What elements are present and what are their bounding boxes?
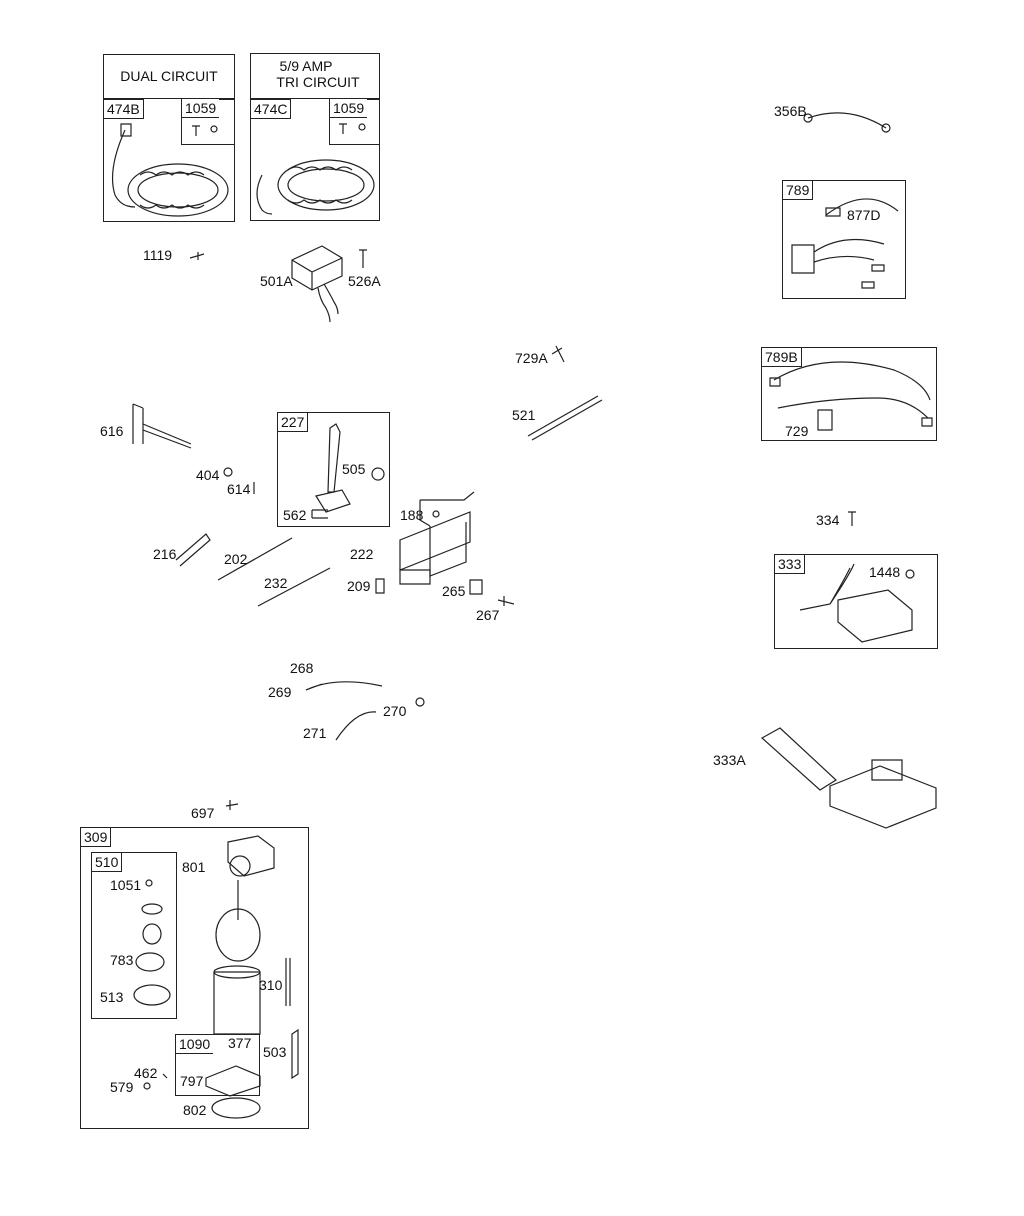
label-222: 222 bbox=[350, 546, 374, 562]
label-877D: 877D bbox=[847, 207, 881, 223]
stator-tri-title-line1: 5/9 AMP bbox=[279, 58, 333, 74]
label-270: 270 bbox=[383, 703, 407, 719]
wire-356B bbox=[808, 113, 886, 128]
part-474C-tag: 474C bbox=[250, 99, 292, 119]
screw-697 bbox=[226, 800, 238, 810]
label-802: 802 bbox=[183, 1102, 207, 1118]
stator-tri-title-line2: TRI CIRCUIT bbox=[276, 74, 360, 90]
label-271: 271 bbox=[303, 725, 327, 741]
part-309-tag: 309 bbox=[80, 827, 112, 847]
screw-1119 bbox=[190, 252, 204, 260]
governor-227-box bbox=[277, 412, 390, 527]
label-269: 269 bbox=[268, 684, 292, 700]
label-356B: 356B bbox=[774, 103, 807, 119]
label-334: 334 bbox=[816, 512, 840, 528]
label-616: 616 bbox=[100, 423, 124, 439]
part-1059-tag-a: 1059 bbox=[181, 99, 220, 118]
label-579: 579 bbox=[110, 1079, 134, 1095]
harness-789-box bbox=[782, 180, 906, 299]
ignition-coil-333A bbox=[762, 728, 936, 828]
label-513: 513 bbox=[100, 989, 124, 1005]
label-521: 521 bbox=[512, 407, 536, 423]
label-526A: 526A bbox=[348, 273, 381, 289]
label-614: 614 bbox=[227, 481, 251, 497]
label-188: 188 bbox=[400, 507, 424, 523]
spring-269 bbox=[306, 684, 322, 690]
label-1051: 1051 bbox=[110, 877, 142, 893]
label-729A: 729A bbox=[515, 350, 548, 366]
screw-334 bbox=[848, 512, 856, 526]
clip-209 bbox=[376, 579, 384, 593]
rod-521 bbox=[528, 396, 602, 440]
part-510-tag: 510 bbox=[91, 852, 123, 872]
link-216 bbox=[176, 534, 210, 566]
bracket-271 bbox=[336, 712, 376, 740]
part-789B-tag: 789B bbox=[761, 347, 802, 367]
stator-dual-circuit-title: DUAL CIRCUIT bbox=[120, 68, 218, 84]
label-265: 265 bbox=[442, 583, 466, 599]
label-216: 216 bbox=[153, 546, 177, 562]
drive-510-box bbox=[91, 852, 177, 1019]
label-1119: 1119 bbox=[143, 247, 173, 263]
nut-404 bbox=[224, 468, 232, 476]
label-404: 404 bbox=[196, 467, 220, 483]
harness-789B-box bbox=[761, 347, 937, 441]
clip-729A bbox=[552, 346, 564, 362]
rod-616 bbox=[133, 404, 191, 448]
label-505: 505 bbox=[342, 461, 366, 477]
label-268: 268 bbox=[290, 660, 314, 676]
label-562: 562 bbox=[283, 507, 307, 523]
label-503: 503 bbox=[263, 1044, 287, 1060]
regulator-501A bbox=[292, 246, 342, 322]
part-333-tag: 333 bbox=[774, 554, 806, 574]
screw-526A bbox=[359, 250, 367, 268]
nut-270 bbox=[416, 698, 424, 706]
clip-265 bbox=[470, 580, 482, 594]
label-202: 202 bbox=[224, 551, 248, 567]
label-310: 310 bbox=[259, 977, 283, 993]
label-333A: 333A bbox=[713, 752, 746, 768]
part-227-tag: 227 bbox=[277, 412, 309, 432]
label-377: 377 bbox=[228, 1035, 252, 1051]
control-bracket-222 bbox=[400, 492, 474, 584]
cable-268 bbox=[306, 682, 382, 690]
stator-dual-circuit-header bbox=[103, 54, 235, 99]
part-1090-tag: 1090 bbox=[175, 1034, 214, 1054]
label-209: 209 bbox=[347, 578, 371, 594]
ignition-333-box bbox=[774, 554, 938, 649]
label-462: 462 bbox=[134, 1065, 158, 1081]
label-1448: 1448 bbox=[869, 564, 901, 580]
label-783: 783 bbox=[110, 952, 134, 968]
label-729: 729 bbox=[785, 423, 809, 439]
label-697: 697 bbox=[191, 805, 215, 821]
label-267: 267 bbox=[476, 607, 500, 623]
label-801: 801 bbox=[182, 859, 206, 875]
label-232: 232 bbox=[264, 575, 288, 591]
screw-267 bbox=[498, 596, 514, 606]
part-789-tag: 789 bbox=[782, 180, 814, 200]
starter-309-box bbox=[80, 827, 309, 1129]
label-501A: 501A bbox=[260, 273, 293, 289]
part-474B-tag: 474B bbox=[103, 99, 144, 119]
stator-tri-circuit-header bbox=[250, 53, 380, 99]
label-797: 797 bbox=[180, 1073, 204, 1089]
part-1059-tag-b: 1059 bbox=[329, 99, 368, 118]
